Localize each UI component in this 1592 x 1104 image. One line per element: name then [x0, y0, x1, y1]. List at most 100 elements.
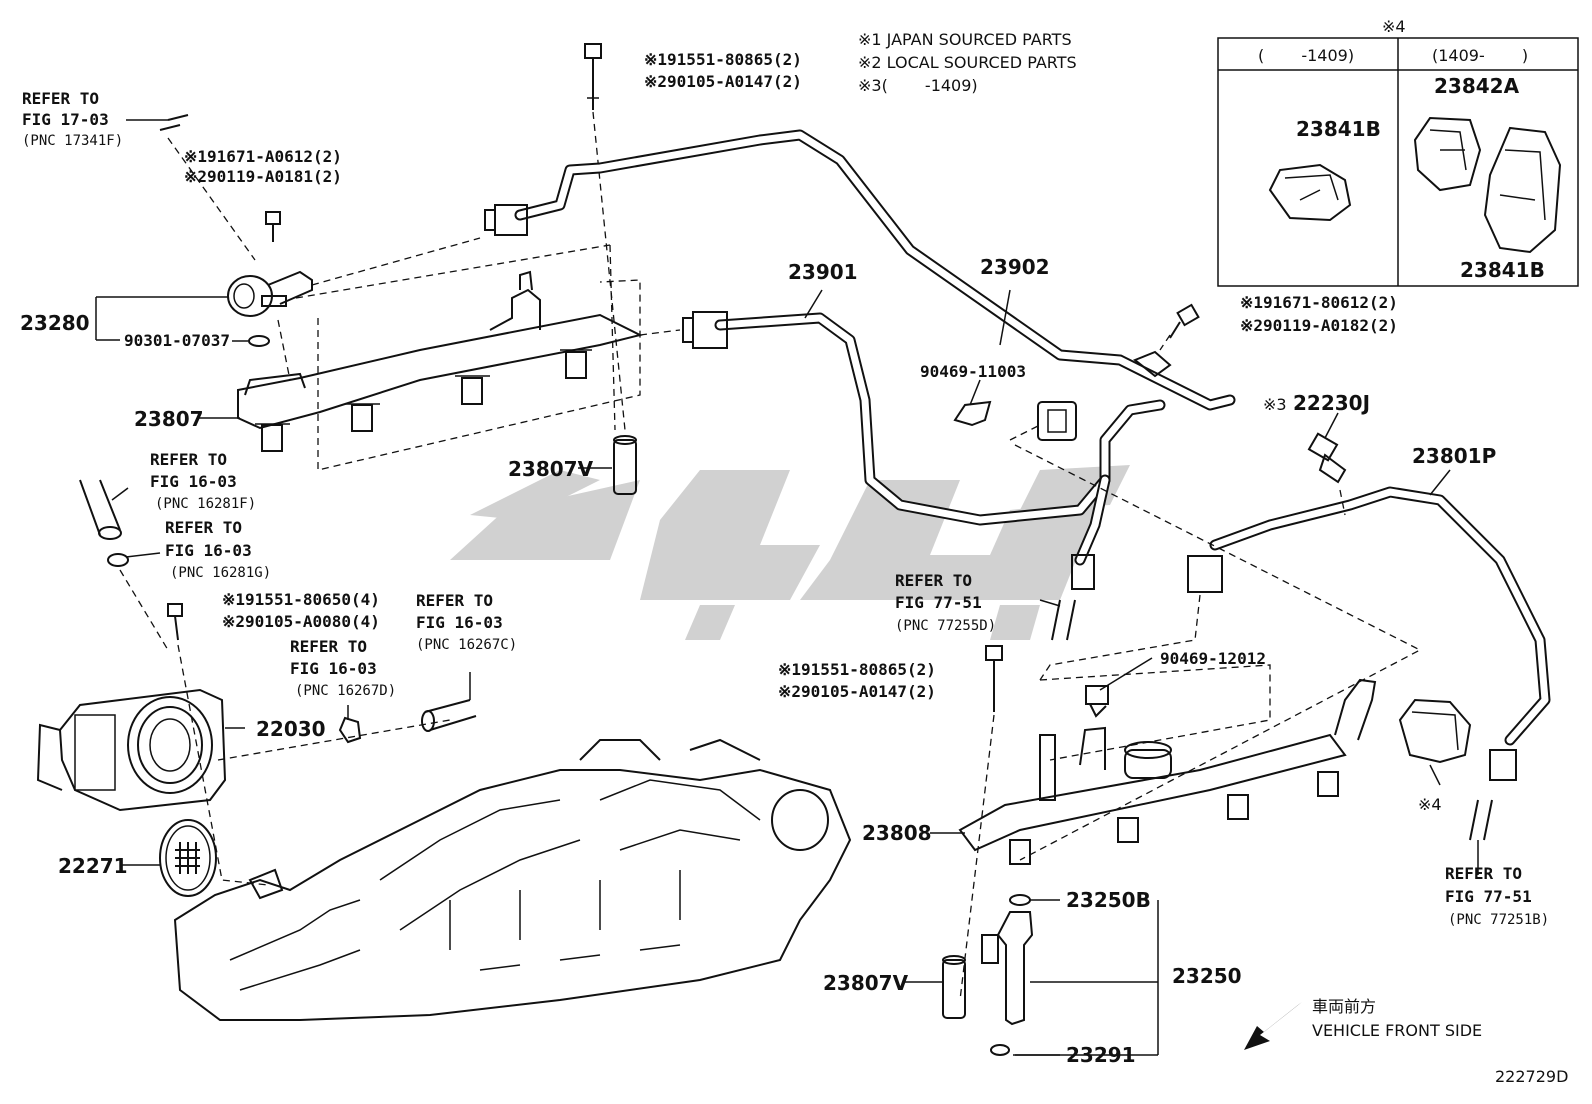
o-ring-23250B — [1009, 894, 1031, 906]
fuel-rail-23807 — [237, 270, 643, 452]
callout-bolt-top-2: ※290105-A0147(2) — [644, 72, 802, 91]
part-90469-11003: 90469-11003 — [920, 362, 1026, 381]
part-23291: 23291 — [1066, 1043, 1136, 1067]
part-23807V-upper: 23807V — [508, 457, 594, 481]
top-bolt-icon — [584, 43, 602, 110]
refer-16281F-l2: FIG 16-03 — [150, 472, 237, 491]
right-bolt-icon — [1169, 303, 1200, 339]
refer-77251B-l2: FIG 77-51 — [1445, 887, 1532, 906]
pipe-77251B — [1469, 799, 1493, 841]
o-ring-23291 — [990, 1044, 1010, 1056]
connector-23842A — [1413, 116, 1482, 192]
rail-dashed-box — [317, 279, 641, 471]
refer-77255D-l3: (PNC 77255D) — [895, 618, 996, 634]
gasket-washer-icon — [248, 335, 270, 347]
refer-16267C-l1: REFER TO — [416, 591, 493, 610]
refer-77251B-l3: (PNC 77251B) — [1448, 912, 1549, 928]
fuel-injector-23250 — [981, 894, 1034, 1056]
grommet-icon — [1037, 401, 1077, 441]
pipe-16281F — [79, 479, 121, 536]
callout-bolt-top-1: ※191551-80865(2) — [644, 50, 802, 69]
part-22230J-marker: ※3 — [1263, 395, 1287, 414]
refer-16281F-l1: REFER TO — [150, 450, 227, 469]
inset-box — [1217, 37, 1579, 287]
hose-clamp-icon — [1133, 350, 1172, 378]
fuel-hose-23901 — [682, 311, 1166, 526]
part-22271: 22271 — [58, 854, 128, 878]
part-90469-12012: 90469-12012 — [1160, 649, 1266, 668]
callout-bolt-throttle-1: ※191551-80650(4) — [222, 590, 380, 609]
small-bolt-icon — [265, 211, 281, 242]
inset-marker: ※4 — [1382, 17, 1406, 36]
refer-17341F-l3: (PNC 17341F) — [22, 133, 123, 149]
refer-16281G-l1: REFER TO — [165, 518, 242, 537]
diagram-id: 222729D — [1495, 1067, 1568, 1086]
note-japan-sourced: ※1 JAPAN SOURCED PARTS — [858, 30, 1072, 49]
part-22230J: 22230J — [1293, 391, 1370, 415]
part-23808: 23808 — [862, 821, 932, 845]
refer-16267C-l2: FIG 16-03 — [416, 613, 503, 632]
refer-77255D-l2: FIG 77-51 — [895, 593, 982, 612]
sensor-leader-dashed — [1339, 489, 1346, 516]
rail2-dashed-box — [1039, 664, 1271, 761]
part-23901: 23901 — [788, 260, 858, 284]
fuel-hose-23902 — [484, 129, 1236, 411]
watermark-logo — [450, 465, 1130, 640]
callout-bolt-right-1: ※191671-80612(2) — [1240, 293, 1398, 312]
part-23250B: 23250B — [1066, 888, 1151, 912]
pipe-17341F — [159, 114, 189, 131]
clamp-16267D — [338, 716, 362, 744]
part-23280: 23280 — [20, 311, 90, 335]
inset-part-23842A: 23842A — [1434, 74, 1520, 98]
refer-16281F-l3: (PNC 16281F) — [155, 496, 256, 512]
callout-bolt-rail2-2: ※290105-A0147(2) — [778, 682, 936, 701]
injector-insulator-23807V-upper — [613, 435, 637, 495]
part-23801P: 23801P — [1412, 444, 1496, 468]
bracket-90469-12012 — [1085, 685, 1109, 718]
sensor-22230J — [1307, 432, 1347, 484]
direction-jp: 車両前方 — [1312, 997, 1376, 1016]
part-23250: 23250 — [1172, 964, 1242, 988]
solid-leaders — [95, 119, 1479, 1056]
intake-manifold — [173, 738, 852, 1021]
part-23807: 23807 — [134, 407, 204, 431]
vehicle-front-arrow-icon — [1244, 1002, 1302, 1050]
direction-en: VEHICLE FRONT SIDE — [1312, 1021, 1482, 1040]
callout-bolt-rail2-1: ※191551-80865(2) — [778, 660, 936, 679]
gasket-22271 — [159, 819, 217, 897]
refer-17341F-l2: FIG 17-03 — [22, 110, 109, 129]
throttle-bolt-icon — [167, 603, 183, 641]
callout-bolt-throttle-2: ※290105-A0080(4) — [222, 612, 380, 631]
part-4-marker: ※4 — [1418, 795, 1442, 814]
inset-part-23841B-right: 23841B — [1460, 258, 1545, 282]
callout-bolt-tps-2: ※290119-A0181(2) — [184, 167, 342, 186]
callout-bolt-tps-1: ※191671-A0612(2) — [184, 147, 342, 166]
inset-col-right: (1409- ) — [1432, 46, 1528, 65]
refer-16267D-l3: (PNC 16267D) — [295, 683, 396, 699]
hose-16267C — [421, 699, 477, 732]
note-3: ※3( -1409) — [858, 76, 978, 95]
connector-23841B-left — [1268, 163, 1352, 222]
part-23807V-lower: 23807V — [823, 971, 909, 995]
part-22030: 22030 — [256, 717, 326, 741]
refer-77251B-l1: REFER TO — [1445, 864, 1522, 883]
refer-16267C-l3: (PNC 16267C) — [416, 637, 517, 653]
hose-connector-lower — [1071, 474, 1111, 590]
dashed-leaders — [119, 137, 1422, 1001]
pipe-77255D — [1051, 599, 1076, 641]
refer-17341F-l1: REFER TO — [22, 89, 99, 108]
throttle-body-22030 — [36, 688, 227, 812]
inset-col-left: ( -1409) — [1258, 46, 1354, 65]
refer-16267D-l2: FIG 16-03 — [290, 659, 377, 678]
refer-77255D-l1: REFER TO — [895, 571, 972, 590]
note-local-sourced: ※2 LOCAL SOURCED PARTS — [858, 53, 1077, 72]
refer-16267D-l1: REFER TO — [290, 637, 367, 656]
part-23902: 23902 — [980, 255, 1050, 279]
inset-part-23841B-left: 23841B — [1296, 117, 1381, 141]
rail2-bolt-icon — [985, 645, 1003, 712]
fuel-hose-23801P — [1187, 486, 1551, 781]
clip-90469-11003 — [953, 400, 992, 427]
connector-4-lower — [1398, 698, 1472, 764]
callout-bolt-right-2: ※290119-A0182(2) — [1240, 316, 1398, 335]
